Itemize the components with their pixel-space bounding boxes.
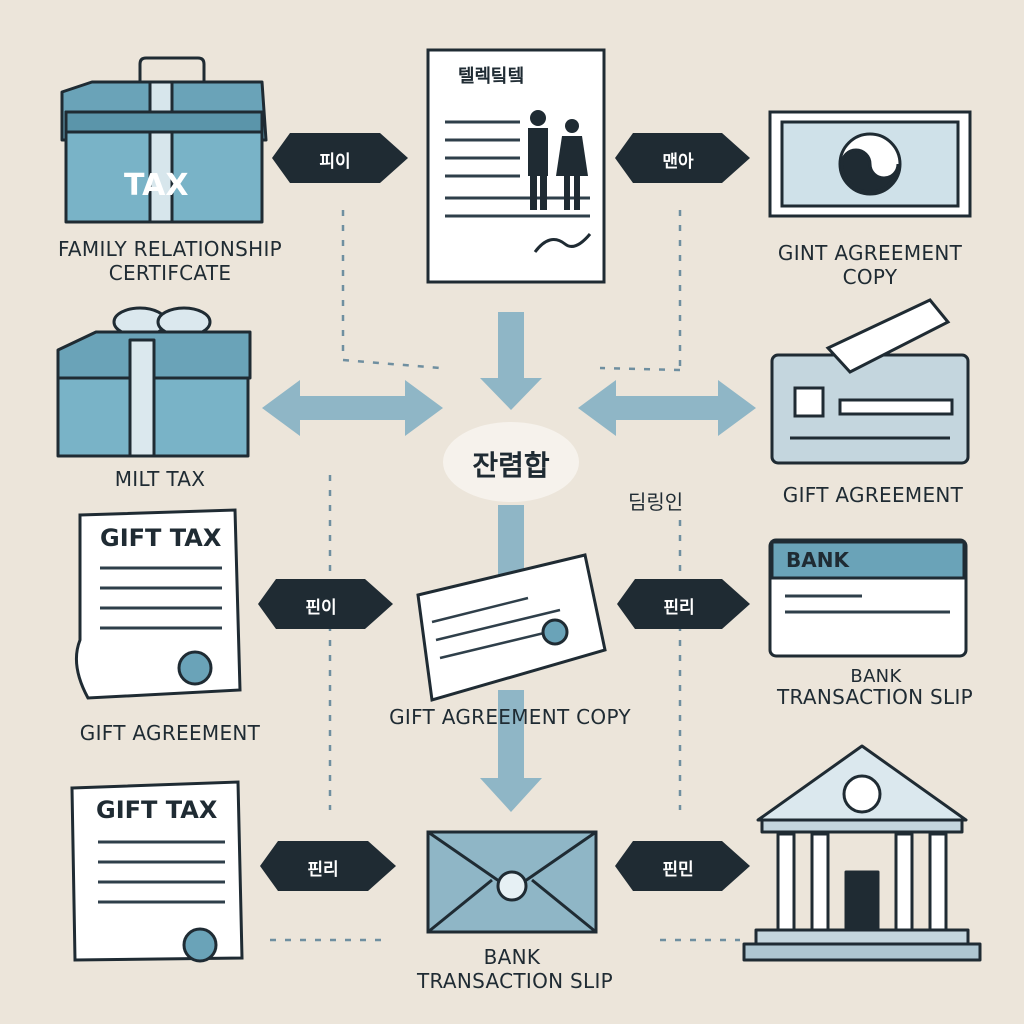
label-gint-2: COPY — [842, 265, 898, 289]
center-flow — [480, 312, 542, 812]
tag-arrow-row1-left — [272, 133, 408, 183]
dashed-connectors — [270, 210, 740, 942]
tag-row4-right: 핀민 — [662, 860, 694, 880]
bank-card-title: BANK — [786, 548, 849, 572]
bank-card-icon — [768, 538, 968, 658]
label-gint-1: GINT AGREEMENT — [777, 241, 963, 265]
banknote-icon — [768, 110, 972, 218]
tag-arrow-row3-right — [617, 579, 750, 629]
tag-arrow-row1-right — [615, 133, 750, 183]
bank-building-icon — [742, 744, 982, 962]
gift-box-icon — [56, 306, 252, 458]
gift-agreement-copy-doc — [416, 553, 607, 702]
tag-row1-left: 피이 — [319, 152, 351, 172]
label-slip-bottom: TRANSACTION SLIP — [416, 969, 614, 993]
label-gift-agreement-right: GIFT AGREEMENT — [782, 483, 964, 507]
gift-tax-title-1: GIFT TAX — [100, 524, 222, 552]
tax-box-icon — [60, 56, 268, 224]
tag-row4-left: 핀리 — [307, 860, 339, 880]
side-note: 딤링인 — [628, 490, 684, 514]
tag-row3-right: 핀리 — [663, 598, 695, 618]
label-bank-small: BANK — [850, 666, 902, 687]
certificate-header: 텔렉팈텤 — [458, 66, 525, 87]
gift-tax-doc-2 — [70, 780, 244, 963]
double-arrow-right — [578, 380, 756, 436]
gift-tax-doc-1 — [74, 508, 242, 700]
label-family-cert-2: CERTIFCATE — [108, 261, 232, 285]
double-arrow-left — [262, 380, 443, 436]
id-card-icon — [770, 298, 970, 465]
center-label: 잔렴합 — [472, 449, 550, 482]
label-bank-slip-right: TRANSACTION SLIP — [776, 685, 974, 709]
label-milt-tax: MILT TAX — [114, 467, 206, 491]
tag-row1-right: 맨아 — [662, 152, 694, 172]
label-gift-agreement-copy-center: GIFT AGREEMENT COPY — [389, 705, 631, 729]
couple-icon — [528, 110, 588, 210]
label-bank-bottom: BANK — [483, 945, 541, 969]
tag-arrow-row4-left — [260, 841, 396, 891]
tag-arrow-row4-right — [615, 841, 750, 891]
gift-tax-title-2: GIFT TAX — [96, 796, 218, 824]
envelope-icon — [426, 830, 598, 934]
label-gift-agreement-left: GIFT AGREEMENT — [79, 721, 261, 745]
tag-arrow-row3-left — [258, 579, 393, 629]
center-glow — [443, 422, 579, 502]
tag-row3-left: 핀이 — [305, 598, 337, 618]
label-family-cert-1: FAMILY RELATIONSHIP — [57, 237, 283, 261]
family-certificate-doc — [426, 48, 606, 284]
tax-box-label: TAX — [124, 168, 189, 203]
